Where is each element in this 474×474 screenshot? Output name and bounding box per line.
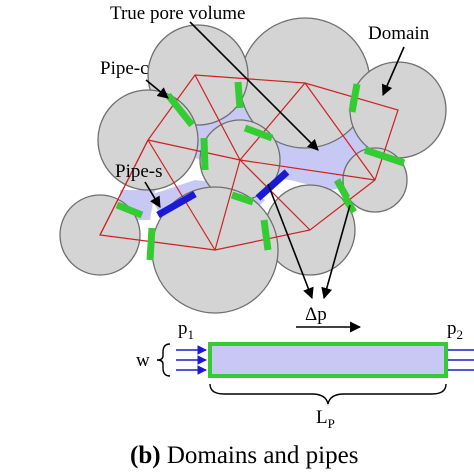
pipe-c xyxy=(165,92,195,128)
annotation-arrows xyxy=(144,21,405,333)
pipe-c xyxy=(363,146,406,167)
p2-subscript: 2 xyxy=(457,327,464,342)
p1-label: p1 xyxy=(178,318,194,342)
length-label: LP xyxy=(316,407,335,431)
pipe-c xyxy=(200,137,209,171)
pipe-c xyxy=(146,227,156,261)
p2-label: p2 xyxy=(447,318,463,342)
width-label: w xyxy=(136,350,150,371)
domain-network xyxy=(99,74,399,251)
pipe-c xyxy=(260,219,272,251)
pipe-c xyxy=(230,191,255,206)
caption-panel-letter: (b) xyxy=(130,442,161,469)
delta-p-label: Δp xyxy=(305,304,327,325)
width-brace xyxy=(156,343,171,377)
pipe-s-label: Pipe-s xyxy=(115,161,163,182)
pipe-c xyxy=(115,201,144,219)
length-subscript: P xyxy=(328,416,335,431)
figure-caption: (b) Domains and pipes xyxy=(130,442,358,469)
p1-subscript: 1 xyxy=(188,327,195,342)
pipe-c-label: Pipe-c xyxy=(100,58,149,79)
pipe-c xyxy=(348,83,361,113)
domain-label: Domain xyxy=(368,23,430,44)
true-pore-volume-label: True pore volume xyxy=(110,3,245,24)
pipe-s xyxy=(255,169,290,201)
pipe-body xyxy=(208,342,448,378)
pipe-c xyxy=(234,81,244,109)
pipe-c xyxy=(333,178,351,200)
pipe-c xyxy=(243,124,274,142)
pipe-s xyxy=(156,190,197,219)
length-brace xyxy=(209,383,447,405)
pipe-schematic xyxy=(156,342,474,405)
caption-text: Domains and pipes xyxy=(161,442,359,469)
